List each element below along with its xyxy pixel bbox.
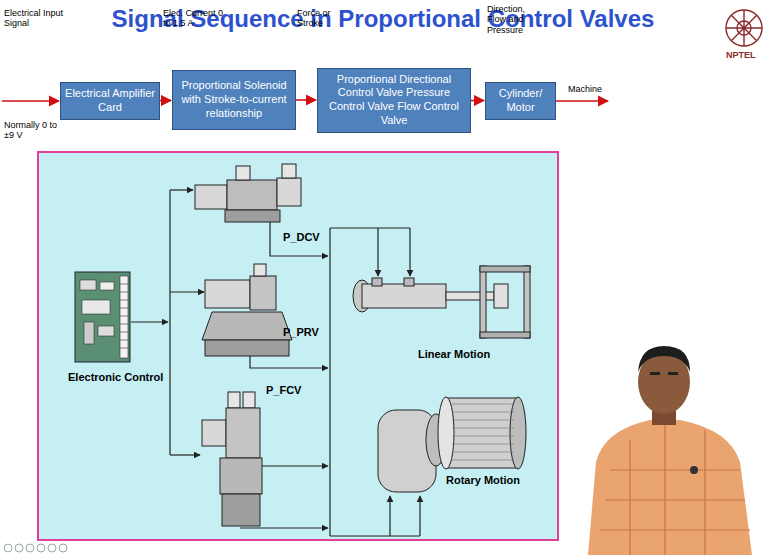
player-icons bbox=[4, 544, 67, 552]
edge-label: Force or Stroke bbox=[297, 8, 339, 29]
valve-label: P_PRV bbox=[283, 326, 329, 339]
box-text: Proportional Directional Control Valve P… bbox=[322, 73, 466, 128]
signal-line bbox=[131, 190, 204, 455]
process-box: Electrical Amplifier Card bbox=[60, 82, 160, 120]
edge-label: Direction, Flow and Pressure bbox=[487, 4, 535, 35]
process-box: Proportional Directional Control Valve P… bbox=[317, 68, 471, 133]
signal-arrow bbox=[160, 100, 171, 102]
signal-range: Normally 0 to ±9 V bbox=[4, 120, 66, 141]
motion-label: Rotary Motion bbox=[446, 474, 536, 487]
slide-title: Signal Sequence in Proportional Control … bbox=[0, 5, 766, 33]
illustration-panel bbox=[38, 152, 558, 540]
signal-label: Electrical Input Signal bbox=[4, 8, 64, 29]
signal-arrow bbox=[471, 100, 484, 102]
process-box: Cylinder/ Motor bbox=[485, 82, 556, 120]
process-box: Proportional Solenoid with Stroke-to-cur… bbox=[172, 70, 296, 130]
directional-valve bbox=[195, 164, 301, 222]
edge-label: Elec. Current 0 to 1.5 A bbox=[163, 8, 227, 29]
card-label: Electronic Control bbox=[68, 371, 178, 384]
amplifier-card bbox=[75, 272, 130, 362]
box-text: Proportional Solenoid with Stroke-to-cur… bbox=[177, 79, 291, 120]
flow-valve bbox=[202, 392, 262, 526]
hydraulic-cylinder bbox=[353, 266, 530, 338]
valve-label: P_DCV bbox=[283, 231, 329, 244]
box-text: Cylinder/ Motor bbox=[490, 87, 551, 115]
output-label: Machine bbox=[568, 84, 618, 94]
logo-text: NPTEL bbox=[726, 50, 766, 60]
pressure-valve bbox=[202, 264, 292, 356]
signal-arrow bbox=[296, 99, 316, 101]
motion-label: Linear Motion bbox=[418, 348, 508, 361]
presenter-figure bbox=[588, 346, 752, 555]
box-text: Electrical Amplifier Card bbox=[65, 87, 155, 115]
valve-label: P_FCV bbox=[266, 384, 312, 397]
nptel-logo bbox=[726, 10, 762, 46]
